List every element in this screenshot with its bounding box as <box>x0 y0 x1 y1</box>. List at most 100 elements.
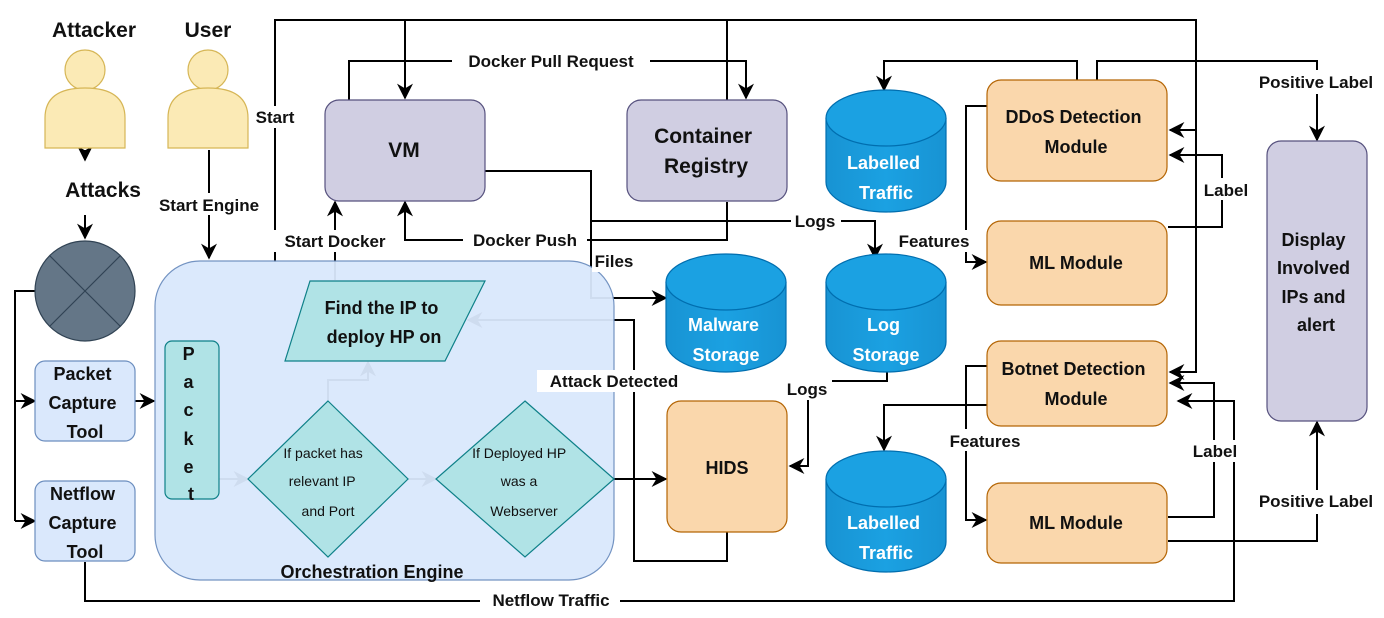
ddos-detection-module: DDoS Detection Module <box>986 79 1168 182</box>
label-start-docker: Start Docker <box>284 232 385 251</box>
label-docker-pull-request: Docker Pull Request <box>468 52 634 71</box>
label-label-bottom: Label <box>1193 442 1237 461</box>
ml-module-bottom-label: ML Module <box>1029 513 1123 533</box>
label-docker-push: Docker Push <box>473 231 577 250</box>
label-attacks: Attacks <box>65 179 141 202</box>
decision-relevant-ip-port: If packet has relevant IP and Port <box>247 400 409 558</box>
label-start: Start <box>256 108 295 127</box>
label-files: Files <box>595 252 634 271</box>
botnet-detection-module: Botnet Detection Module <box>986 340 1168 427</box>
svg-text:Display Involved I: Display Involved IPs and alert <box>1277 230 1355 335</box>
edge-netflow-traffic <box>84 393 1235 602</box>
svg-text:Labelled Traffic: Labelled Traffic <box>847 153 925 203</box>
edge-start-bus <box>274 19 1197 340</box>
edge-ddos-positive <box>1096 60 1325 142</box>
hids-node: HIDS <box>666 400 788 533</box>
cylinder-line: Labelled <box>847 513 920 533</box>
cylinder-line: Traffic <box>859 183 913 203</box>
svg-text:Labelled Traffic: Labelled Traffic <box>847 513 925 563</box>
decision-relevant-line: relevant IP <box>289 473 356 489</box>
vm-node: VM <box>324 99 486 202</box>
packet-letter: a <box>183 372 194 392</box>
ml-module-bottom: ML Module <box>986 482 1168 564</box>
label-logs-hids: Logs <box>787 380 828 399</box>
botnet-line: Module <box>1045 389 1108 409</box>
registry-line: Registry <box>664 155 748 178</box>
container-registry-node: Container Registry <box>626 99 788 202</box>
ddos-line: DDoS Detection <box>1005 107 1141 127</box>
user-label: User <box>185 19 232 42</box>
orchestration-engine-label: Orchestration Engine <box>280 562 463 582</box>
attacker-label: Attacker <box>52 19 136 42</box>
svg-text:If Deployed HP was a: If Deployed HP was a Webserver <box>472 445 570 519</box>
edge-vm-logs <box>591 220 883 260</box>
svg-text:Find the IP to deploy HP: Find the IP to deploy HP on <box>325 298 444 347</box>
find-ip-process: Find the IP to deploy HP on <box>284 280 486 362</box>
netflow-capture-line: Tool <box>67 542 104 562</box>
display-alert-node: Display Involved IPs and alert <box>1266 140 1368 422</box>
svg-text:Container Registry: Container Registry <box>654 125 758 178</box>
label-label-top: Label <box>1204 181 1248 200</box>
svg-text:Botnet Detection Module: Botnet Detection Module <box>1001 359 1150 409</box>
decision-relevant-line: and Port <box>302 503 355 519</box>
cylinder-line: Storage <box>692 345 759 365</box>
label-positive-bottom: Positive Label <box>1259 492 1373 511</box>
botnet-line: Botnet Detection <box>1001 359 1145 379</box>
label-logs-vm: Logs <box>795 212 836 231</box>
user-actor <box>167 49 249 149</box>
cylinder-log-storage: Log Storage <box>825 253 947 373</box>
packet-letter: k <box>183 429 194 449</box>
hids-label: HIDS <box>705 458 748 478</box>
netflow-capture-line: Netflow <box>50 484 116 504</box>
ml-module-top: ML Module <box>986 220 1168 306</box>
edge-start-to-botnet <box>1168 340 1197 380</box>
packet-capture-line: Capture <box>48 393 116 413</box>
router-icon <box>34 240 136 342</box>
svg-text:Malware Storage: Malware Storage <box>688 315 764 365</box>
packet-box: P a c k e t <box>164 340 220 504</box>
edge-labels: Attacks Start Engine Start Start Docker … <box>60 50 1383 612</box>
label-start-engine: Start Engine <box>159 196 259 215</box>
svg-text:DDoS Detection Module: DDoS Detection Module <box>1005 107 1146 157</box>
packet-letter: t <box>188 484 194 504</box>
attacker-actor <box>44 49 126 149</box>
edge-ml-positive <box>1168 420 1325 542</box>
packet-letter: c <box>183 400 193 420</box>
netflow-capture-line: Capture <box>48 513 116 533</box>
vm-label: VM <box>388 139 420 162</box>
label-positive-top: Positive Label <box>1259 73 1373 92</box>
label-features-top: Features <box>899 232 970 251</box>
svg-text:P a c k: P a c k e t <box>183 344 200 504</box>
edge-router-captures <box>14 290 35 521</box>
find-ip-line: Find the IP to <box>325 298 439 318</box>
packet-capture-line: Packet <box>53 364 111 384</box>
cylinder-labelled-traffic-bottom: Labelled Traffic <box>825 450 947 573</box>
edge-ddos-labelled <box>876 60 1078 92</box>
decision-webserver: If Deployed HP was a Webserver <box>435 400 615 558</box>
decision-webserver-line: Webserver <box>490 503 558 519</box>
display-line: IPs and <box>1281 287 1345 307</box>
packet-letter: e <box>183 457 193 477</box>
label-attack-detected: Attack Detected <box>550 372 679 391</box>
svg-text:Log Storage: Log Storage <box>852 315 919 365</box>
label-netflow-traffic: Netflow Traffic <box>492 591 609 610</box>
edge-botnet-labelled <box>876 404 987 452</box>
svg-text:Netflow Capture To: Netflow Capture Tool <box>48 484 121 562</box>
label-features-bottom: Features <box>950 432 1021 451</box>
cylinder-line: Log <box>867 315 900 335</box>
cylinder-line: Storage <box>852 345 919 365</box>
packet-letter: P <box>183 344 195 364</box>
decision-webserver-line: If Deployed HP <box>472 445 566 461</box>
registry-line: Container <box>654 125 752 148</box>
display-line: Display <box>1281 230 1345 250</box>
cylinder-line: Labelled <box>847 153 920 173</box>
edge-vm-files <box>485 170 668 306</box>
cylinder-line: Malware <box>688 315 759 335</box>
netflow-capture-tool: Netflow Capture Tool <box>34 480 136 562</box>
svg-text:If packet has relevant I: If packet has relevant IP and Port <box>283 445 366 519</box>
edge-ddos-features <box>965 105 988 270</box>
packet-capture-tool: Packet Capture Tool <box>34 360 136 442</box>
packet-capture-line: Tool <box>67 422 104 442</box>
cylinder-line: Traffic <box>859 543 913 563</box>
